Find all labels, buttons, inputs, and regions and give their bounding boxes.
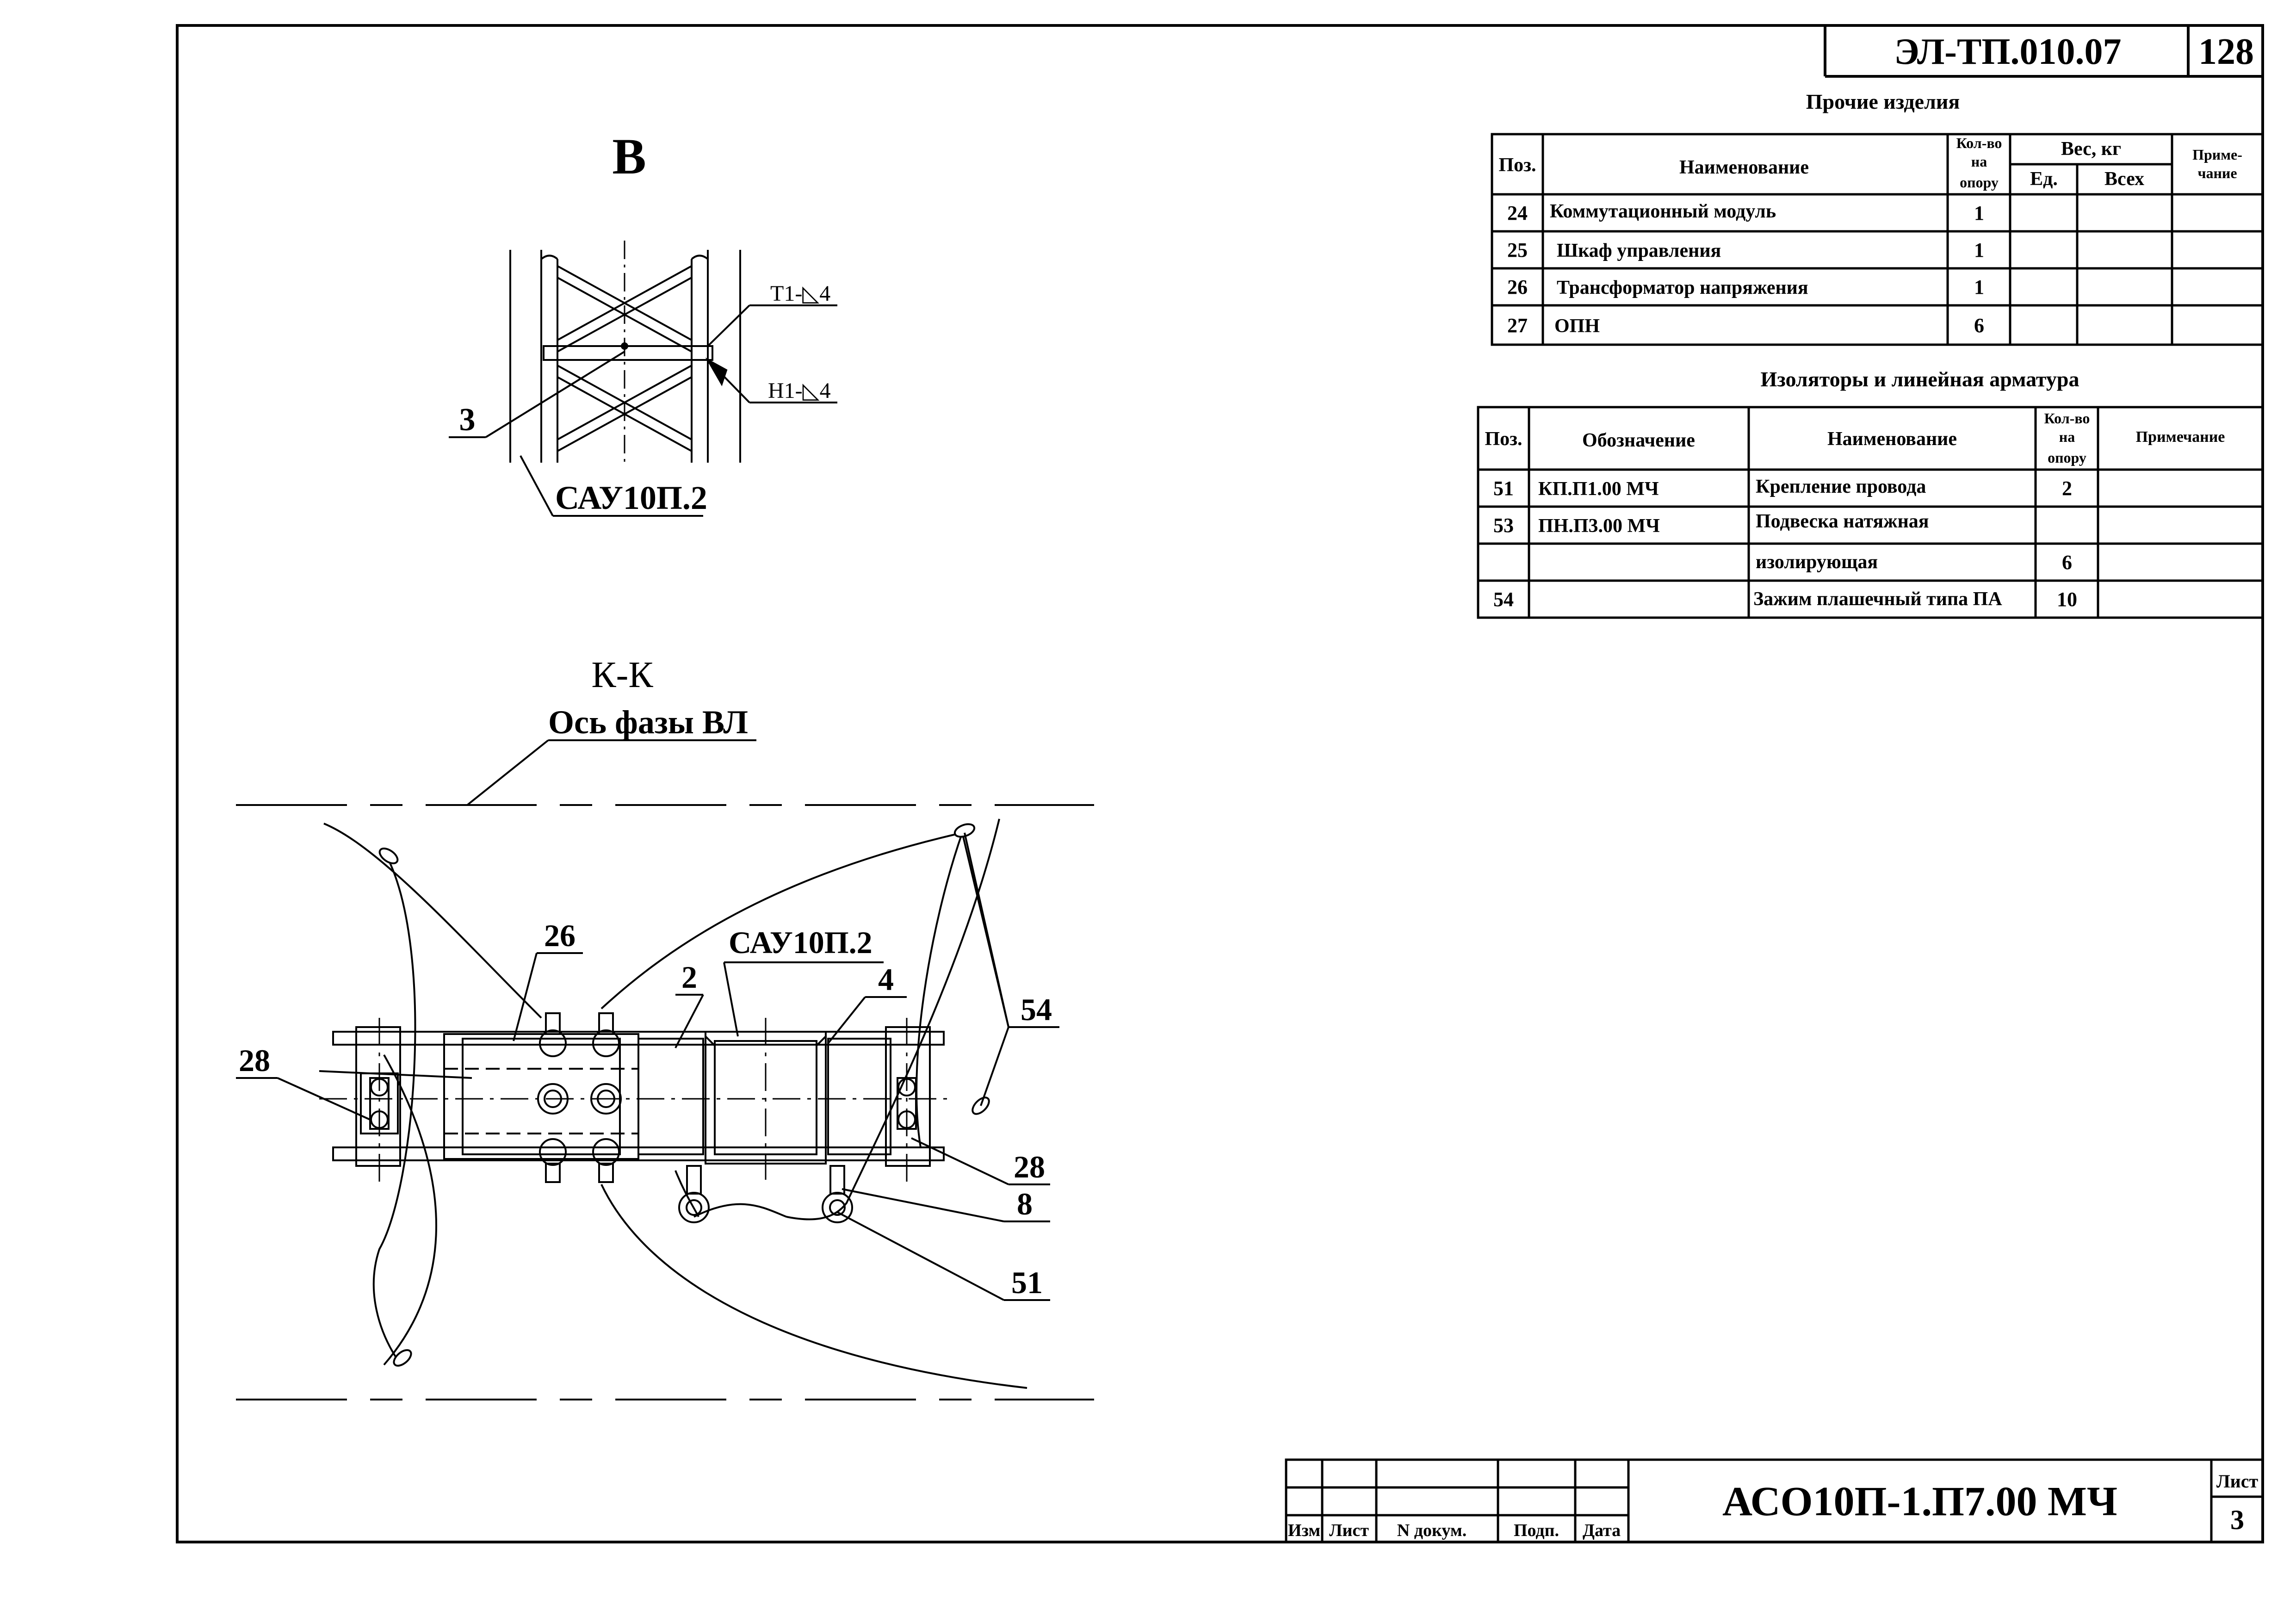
view-b: В [449,128,837,517]
table-other-header-note-1: Приме- [2192,146,2242,163]
table-ins-header-qty-2: на [2059,428,2075,445]
section-kk: К-К Ось фазы ВЛ [236,655,1094,1400]
table-ins-header-qty-1: Кол-во [2044,410,2090,427]
table-ins-row-pos: 53 [1493,514,1514,537]
table-other-row-qty: 6 [1974,314,1984,337]
title-block-sheet-label: Лист [2216,1471,2259,1492]
table-ins-header-qty-3: опору [2048,449,2086,466]
table-ins-row-pos: 51 [1493,477,1514,500]
table-ins-row-name: Зажим плашечный типа ПА [1753,588,2002,610]
table-other-header-weight: Вес, кг [2061,138,2121,160]
table-ins-row-designation: ПН.П3.00 МЧ [1538,515,1660,537]
header-stamp [1824,25,2263,78]
title-block-col-sign: Подп. [1514,1521,1559,1540]
section-kk-title: К-К [591,655,653,695]
table-other-title: Прочие изделия [1806,90,1960,113]
callout-8: 8 [1017,1186,1033,1221]
table-insulators-title: Изоляторы и линейная арматура [1761,367,2079,391]
view-b-weld-top: Т1-◺4 [770,281,830,306]
table-other-row-name: Коммутационный модуль [1550,201,1776,222]
section-kk-axis-label: Ось фазы ВЛ [548,704,748,741]
table-other-row-pos: 26 [1507,276,1528,298]
callout-26: 26 [544,918,576,953]
table-other-header-pos: Поз. [1498,155,1536,176]
table-other-row-pos: 27 [1507,314,1528,337]
table-other-header-note-2: чание [2197,165,2237,181]
table-ins-row-name: Подвеска натяжная [1756,511,1929,532]
title-block-doc-code: АСО10П-1.П7.00 МЧ [1722,1479,2117,1524]
table-ins-row-qty: 6 [2062,551,2072,574]
title-block-col-date: Дата [1583,1521,1621,1540]
view-b-callout-3: 3 [459,402,476,438]
title-block: Изм Лист N докум. Подп. Дата АСО10П-1.П7… [1285,1458,2264,1543]
table-other-row-qty: 1 [1974,276,1984,298]
table-other-row-name: ОПН [1554,316,1600,337]
table-other-header-qty-1: Кол-во [1956,135,2002,151]
callout-51: 51 [1011,1265,1043,1300]
header-page-number: 128 [2198,31,2254,72]
view-b-title: В [612,128,646,185]
table-other-row-qty: 1 [1974,239,1984,261]
table-ins-row-name: изолирующая [1756,551,1878,573]
table-ins-header-designation: Обозначение [1582,430,1695,451]
table-other-header-unit: Ед. [2030,168,2058,190]
table-other-row-name: Трансформатор напряжения [1557,277,1808,298]
table-other-row-pos: 24 [1507,202,1528,224]
table-other-row-qty: 1 [1974,202,1984,224]
table-ins-header-name: Наименование [1827,428,1957,450]
drawing-frame [176,24,2264,1543]
table-ins-row-designation: КП.П1.00 МЧ [1538,478,1659,500]
table-insulators: Изоляторы и линейная арматура Поз. Обозн… [1477,367,2264,619]
table-ins-row-qty: 10 [2057,588,2077,611]
table-ins-row-name: Крепление провода [1756,476,1926,497]
table-ins-header-note: Примечание [2136,428,2225,446]
table-other-row-name: Шкаф управления [1557,240,1721,261]
title-block-sheet-number: 3 [2230,1505,2244,1535]
callout-2: 2 [681,960,697,995]
table-ins-row-qty: 2 [2062,477,2072,500]
header-doc-code: ЭЛ-ТП.010.07 [1894,31,2121,72]
table-other-header-qty-3: опору [1960,174,1999,191]
table-other-header-qty-2: на [1971,153,1987,170]
section-kk-part-label: САУ10П.2 [729,925,873,960]
view-b-weld-bottom: Н1-◺4 [768,378,831,403]
callout-4: 4 [878,962,894,997]
view-b-part-label: САУ10П.2 [555,479,707,516]
phase-axis-lines [236,804,1094,1400]
table-ins-row-pos: 54 [1493,588,1514,611]
title-block-col-doc: N докум. [1397,1521,1467,1540]
title-block-col-list: Лист [1329,1521,1369,1540]
callout-28-right: 28 [1014,1149,1045,1184]
callout-54: 54 [1021,992,1052,1027]
table-other-header-total: Всех [2104,168,2144,190]
title-block-col-izm: Изм [1288,1521,1320,1540]
table-other-header-name: Наименование [1679,157,1809,178]
callout-28-left: 28 [239,1043,270,1078]
table-ins-header-pos: Поз. [1485,428,1522,450]
table-other-items: Прочие изделия Поз. Наименование Кол-во … [1491,90,2264,346]
table-other-row-pos: 25 [1507,239,1528,261]
